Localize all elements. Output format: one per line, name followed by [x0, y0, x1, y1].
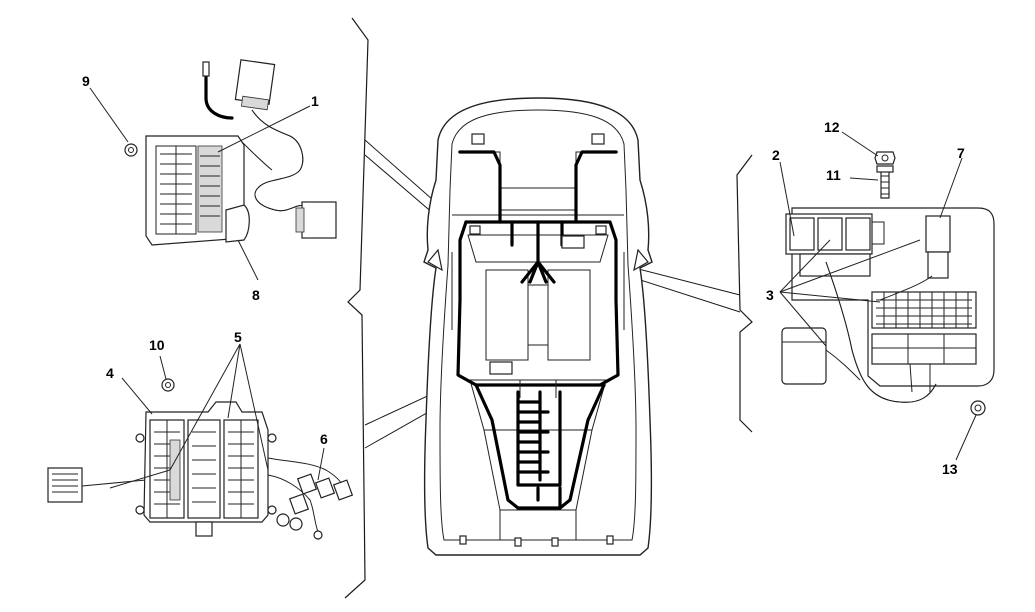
callout-13: 13: [942, 461, 958, 477]
callout-5: 5: [234, 329, 242, 345]
callout-10: 10: [149, 337, 165, 353]
connector-top: [234, 59, 276, 105]
callout-2: 2: [772, 147, 780, 163]
panel-separators: [344, 17, 753, 599]
bracket-8: [225, 204, 250, 243]
mount-tab: [195, 521, 213, 537]
callout-12: 12: [824, 119, 840, 135]
nut-9: [124, 143, 138, 157]
nut-12: [874, 151, 896, 165]
connector-left: [47, 467, 83, 503]
nut-10: [161, 378, 175, 392]
relay-7: [925, 215, 951, 253]
callout-3: 3: [766, 287, 774, 303]
panel-top-left: [89, 59, 337, 281]
car-top-view: [423, 97, 653, 556]
nut-13: [970, 400, 986, 416]
car-box-rear-fuse: [561, 235, 585, 249]
callout-1: 1: [311, 93, 319, 109]
ecu-connector-bottom: [871, 333, 977, 365]
panel-right: [779, 131, 995, 461]
callout-4: 4: [106, 365, 114, 381]
callout-7: 7: [957, 145, 965, 161]
callout-9: 9: [82, 73, 90, 89]
car-body-outline: [423, 97, 653, 556]
connector-big: [781, 327, 827, 385]
connector-right: [301, 201, 337, 239]
panel-bottom-left: [47, 343, 354, 540]
callout-8: 8: [252, 287, 260, 303]
ecu-connector-top: [871, 291, 977, 329]
callout-11: 11: [826, 167, 841, 183]
ground-terminal: [313, 530, 323, 540]
callout-6: 6: [320, 431, 328, 447]
car-box-front-fuse: [489, 361, 513, 375]
